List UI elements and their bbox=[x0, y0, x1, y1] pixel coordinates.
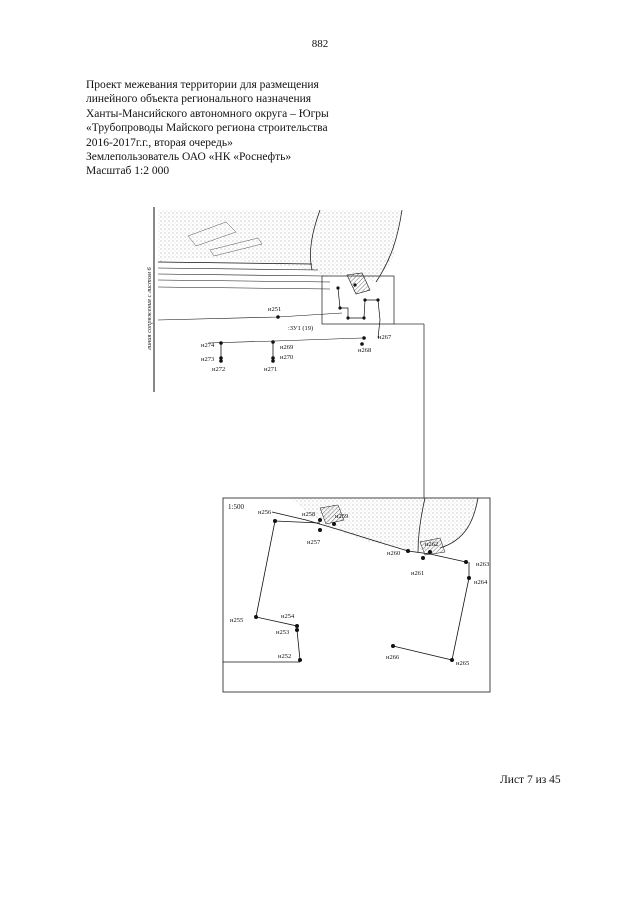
point-n260 bbox=[406, 549, 410, 553]
parcel-label: :ЗУ1 (19) bbox=[288, 325, 313, 332]
label-n258: н258 bbox=[302, 511, 315, 518]
point-n253 bbox=[295, 628, 299, 632]
contour-line bbox=[417, 497, 426, 553]
document-header: Проект межевания территории для размещен… bbox=[86, 78, 406, 179]
survey-point bbox=[336, 286, 340, 290]
header-scale: Масштаб 1:2 000 bbox=[86, 165, 170, 178]
parcel-outline bbox=[255, 520, 321, 661]
parcel-outline bbox=[337, 287, 381, 339]
contour-line bbox=[375, 209, 403, 283]
label-n274: н274 bbox=[201, 342, 215, 349]
label-n257: н257 bbox=[307, 539, 321, 546]
boundary-line bbox=[157, 312, 343, 321]
label-n254: н254 bbox=[281, 613, 295, 620]
header-line: линейного объекта регионального назначен… bbox=[86, 93, 312, 106]
sheet-number: Лист 7 из 45 bbox=[500, 774, 561, 786]
point-n265 bbox=[450, 658, 454, 662]
point-n264 bbox=[467, 576, 471, 580]
inset-frame bbox=[321, 275, 395, 325]
inset-scale: 1:500 bbox=[228, 503, 244, 511]
point-n255 bbox=[254, 615, 258, 619]
label-n273: н273 bbox=[201, 356, 214, 363]
road-edge bbox=[157, 261, 313, 265]
point-n256 bbox=[273, 519, 277, 523]
contour-line bbox=[439, 497, 479, 549]
header-line: Проект межевания территории для размещен… bbox=[86, 79, 319, 91]
header-line: Ханты-Мансийского автономного округа – Ю… bbox=[86, 107, 329, 120]
label-n251: н251 bbox=[268, 306, 281, 313]
label-n271: н271 bbox=[264, 366, 277, 373]
label-n268: н268 bbox=[358, 347, 371, 354]
label-n253: н253 bbox=[276, 629, 289, 636]
survey-points bbox=[254, 518, 471, 662]
survey-point bbox=[346, 316, 350, 320]
point-n254 bbox=[295, 624, 299, 628]
label-n259: н259 bbox=[335, 513, 348, 520]
label-n263: н263 bbox=[476, 561, 489, 568]
survey-point bbox=[353, 283, 357, 287]
inset-map: 1:500 bbox=[222, 497, 491, 693]
vegetation-area bbox=[418, 498, 478, 550]
vegetation-outline bbox=[187, 221, 237, 247]
label-n266: н266 bbox=[386, 654, 400, 661]
label-n269: н269 bbox=[280, 344, 293, 351]
label-n261: н261 bbox=[411, 570, 424, 577]
point-n252 bbox=[298, 658, 302, 662]
label-n267: н267 bbox=[378, 334, 392, 341]
parcel-outline bbox=[392, 562, 470, 661]
road-edge bbox=[157, 279, 331, 283]
road-edge bbox=[157, 273, 325, 277]
label-n255: н255 bbox=[230, 617, 243, 624]
hatched-area bbox=[319, 504, 345, 525]
survey-points bbox=[219, 283, 380, 363]
hatched-area bbox=[419, 537, 446, 556]
sheet-junction-label: линия сопряжения с листом 6 bbox=[146, 266, 153, 351]
vegetation-area bbox=[310, 210, 402, 282]
label-n260: н260 bbox=[387, 550, 400, 557]
main-map: линия сопряжения с листом 6 bbox=[146, 207, 425, 498]
point-n261 bbox=[421, 556, 425, 560]
header-line: 2016-2017г.г., вторая очередь» bbox=[86, 136, 233, 149]
survey-point bbox=[376, 298, 380, 302]
contour-line bbox=[310, 209, 321, 271]
hatched-area bbox=[346, 272, 371, 295]
boundary-line bbox=[207, 337, 363, 344]
label-n270: н270 bbox=[280, 354, 293, 361]
label-n256: н256 bbox=[258, 509, 272, 516]
point-n263 bbox=[464, 560, 468, 564]
header-line: «Трубопроводы Майского региона строитель… bbox=[86, 122, 328, 135]
survey-point bbox=[338, 306, 342, 310]
label-n264: н264 bbox=[474, 579, 488, 586]
point-n258 bbox=[318, 518, 322, 522]
survey-point bbox=[362, 316, 366, 320]
label-n262: н262 bbox=[425, 541, 438, 548]
label-n265: н265 bbox=[456, 660, 469, 667]
point-n262 bbox=[428, 550, 432, 554]
point-n267 bbox=[362, 336, 366, 340]
point-n251 bbox=[276, 315, 280, 319]
point-n257 bbox=[318, 528, 322, 532]
vegetation-area bbox=[158, 210, 320, 270]
vegetation-outline bbox=[209, 237, 263, 257]
road-edge bbox=[157, 267, 319, 271]
point-n266 bbox=[391, 644, 395, 648]
survey-point bbox=[363, 298, 367, 302]
label-n252: н252 bbox=[278, 653, 291, 660]
header-line: Землепользователь ОАО «НК «Роснефть» bbox=[86, 151, 292, 164]
point-n268 bbox=[360, 342, 364, 346]
page-number: 882 bbox=[311, 38, 329, 50]
road-edge bbox=[157, 286, 331, 290]
point-n259 bbox=[332, 522, 336, 526]
label-n272: н272 bbox=[212, 366, 225, 373]
